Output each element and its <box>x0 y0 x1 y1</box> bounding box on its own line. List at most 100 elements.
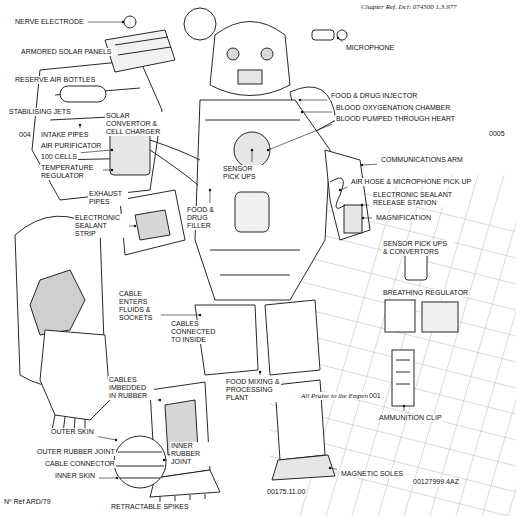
chest-organ <box>234 132 270 168</box>
callout-number: 004 <box>18 131 32 139</box>
part-label: FOOD & DRUG INJECTOR <box>330 92 418 100</box>
leader-dot <box>361 164 363 166</box>
perspective-grid <box>508 175 516 516</box>
right-thigh <box>265 300 320 375</box>
solar-panel <box>105 30 175 72</box>
callout-number: 00175.11.00 <box>266 488 306 496</box>
leader-line <box>302 112 332 113</box>
leader-dot <box>251 149 253 151</box>
air-bottle <box>60 86 106 102</box>
leader-line <box>98 437 116 440</box>
part-label: SENSOR PICK UPS <box>222 165 264 181</box>
leader-dot <box>159 399 161 401</box>
leader-line <box>81 150 112 153</box>
leader-dot <box>337 37 339 39</box>
leader-dot <box>209 189 211 191</box>
leader-line <box>99 478 117 479</box>
part-label: MICROPHONE <box>345 44 395 52</box>
arm-cutaway <box>135 210 170 240</box>
part-label: INNER SKIN <box>54 472 96 480</box>
perspective-grid <box>430 175 516 516</box>
part-label: CABLE CONNECTOR <box>44 460 116 468</box>
clip-lines <box>396 360 410 384</box>
helmet-grille <box>238 70 262 84</box>
part-label: NERVE ELECTRODE <box>14 18 85 26</box>
reference-note: Chapter Ref. Dcl: 074500 1.3.977 <box>360 3 457 11</box>
leader-line <box>268 124 332 150</box>
leader-line <box>210 190 211 203</box>
abdomen-unit <box>235 192 269 232</box>
part-label: 00127999.4AZ <box>412 478 460 486</box>
part-label: AIR HOSE & MICROPHONE PICK UP <box>350 178 472 186</box>
helmet-eye <box>227 48 239 60</box>
leader-dot <box>301 111 303 113</box>
callout-number: 0005 <box>488 130 506 138</box>
part-label: BLOOD PUMPED THROUGH HEART <box>335 115 456 123</box>
leader-line <box>300 100 327 101</box>
leader-line <box>252 150 253 162</box>
part-label: BREATHING REGULATOR <box>382 289 469 297</box>
part-label: ARMORED SOLAR PANELS <box>20 48 113 56</box>
part-label: RETRACTABLE SPIKES <box>110 503 190 511</box>
leader-dot <box>122 21 124 23</box>
perspective-grid <box>404 175 504 516</box>
part-label: MAGNETIC SOLES <box>340 470 404 478</box>
leader-dot <box>267 149 269 151</box>
leader-dot <box>362 217 364 219</box>
part-label: ELECTRONIC SEALANT RELEASE STATION <box>372 191 464 207</box>
cable <box>150 140 200 185</box>
leader-dot <box>111 149 113 151</box>
retractable-spikes <box>160 494 205 502</box>
part-label: STABILISING JETS <box>8 108 72 116</box>
part-label: CABLE ENTERS FLUIDS & SOCKETS <box>118 290 158 322</box>
callout-number: 001 <box>368 392 382 400</box>
part-label: BLOOD OXYGENATION CHAMBER <box>335 104 451 112</box>
leader-dot <box>116 477 118 479</box>
part-label: CABLES IMBEDDED IN RUBBER <box>108 376 154 400</box>
perspective-grid <box>456 175 516 516</box>
ammunition-clip <box>392 350 414 406</box>
pauldron-cutaway <box>30 270 85 335</box>
motto-note: All Praise to the Emperor <box>300 392 374 400</box>
part-label: FOOD MIXING & PROCESSING PLANT <box>225 378 281 402</box>
microphone-ring <box>337 30 347 40</box>
leader-dot <box>163 459 165 461</box>
right-arm <box>325 150 370 240</box>
nerve-electrode <box>124 16 136 28</box>
leader-dot <box>111 169 113 171</box>
leader-dot <box>339 189 341 191</box>
leader-dot <box>361 204 363 206</box>
part-label: 100 CELLS <box>40 153 78 161</box>
leader-dot <box>199 314 201 316</box>
part-label: OUTER SKIN <box>50 428 95 436</box>
joint-inset <box>114 436 166 488</box>
part-label: COMMUNICATIONS ARM <box>380 156 464 164</box>
part-label: ELECTRONIC SEALANT STRIP <box>74 214 126 238</box>
reference-note: Nº Ref ARD/79 <box>3 498 52 506</box>
part-label: TEMPERATURE REGULATOR <box>40 164 100 180</box>
leader-dot <box>79 124 81 126</box>
helmet-inset <box>184 8 216 40</box>
torso <box>195 100 330 300</box>
leader-line <box>103 170 112 171</box>
leader-line <box>363 218 372 219</box>
torso-lines <box>205 120 300 275</box>
right-boot <box>272 455 335 480</box>
part-label: RESERVE AIR BOTTLES <box>14 76 96 84</box>
regulator-case <box>422 302 458 332</box>
part-label: AMMUNITION CLIP <box>378 414 443 422</box>
leader-line <box>88 22 123 23</box>
part-label: OUTER RUBBER JOINT <box>36 448 116 456</box>
joint-layers <box>116 452 164 478</box>
upper-arm <box>120 190 185 255</box>
gauntlet <box>40 330 110 420</box>
air-hose <box>330 178 345 208</box>
perspective-grid <box>482 175 516 516</box>
leader-dot <box>134 225 136 227</box>
helmet-eye <box>261 48 273 60</box>
part-label: SOLAR CONVERTOR & CELL CHARGER <box>105 112 169 136</box>
part-label: SENSOR PICK UPS & CONVERTORS <box>382 240 454 256</box>
magnification-panel <box>344 205 362 233</box>
